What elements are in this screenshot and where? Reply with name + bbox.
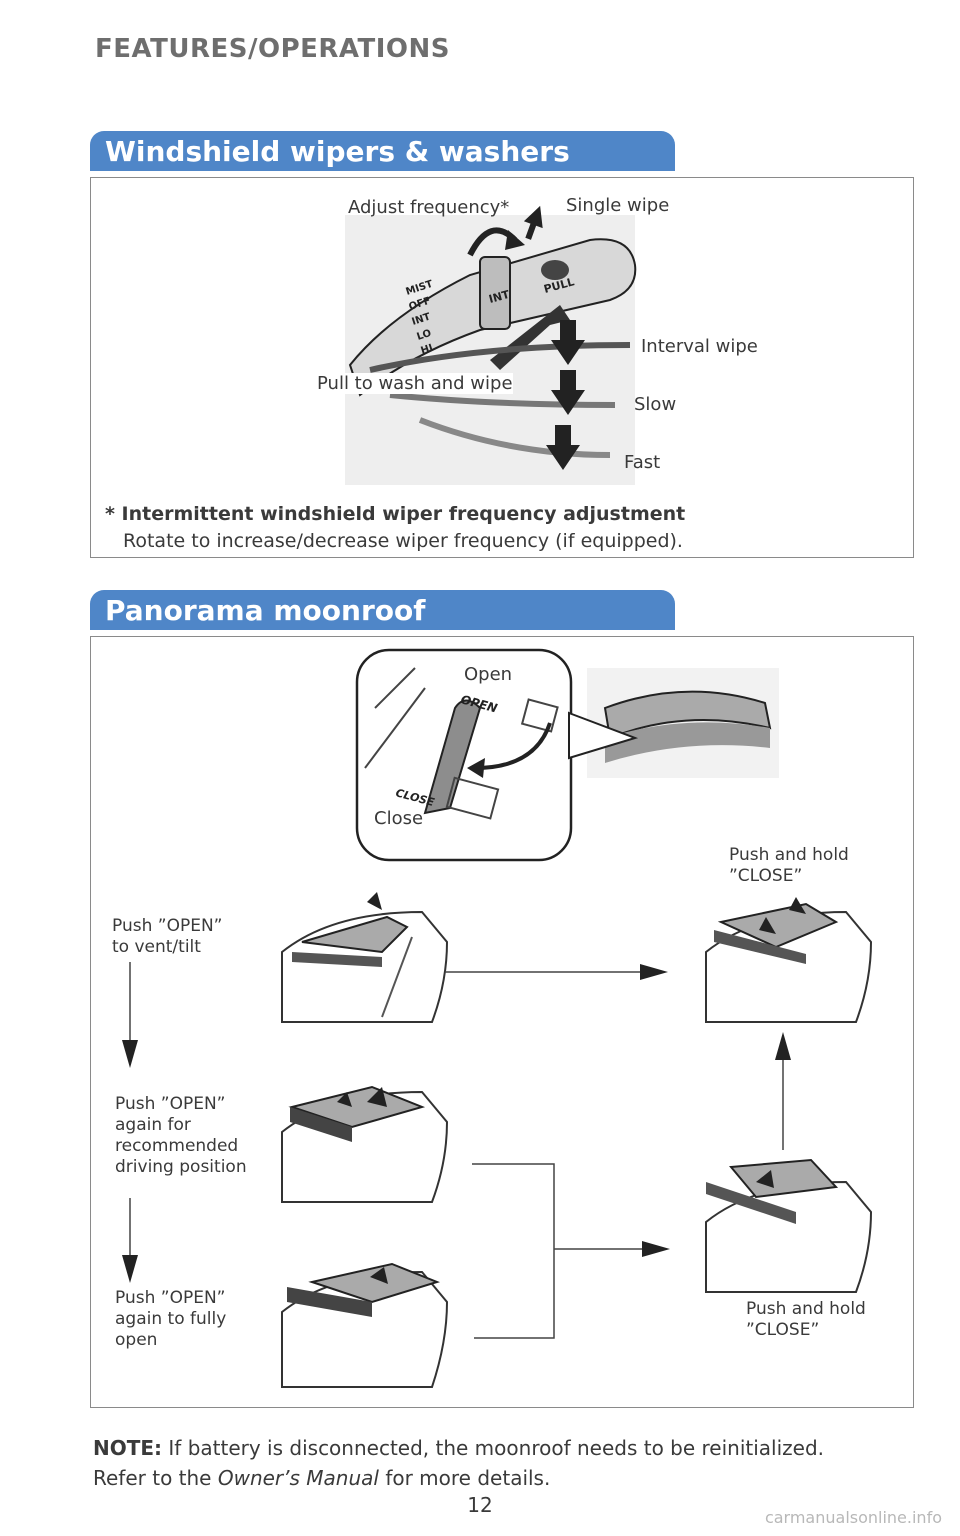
note-block: NOTE: If battery is disconnected, the mo… (93, 1433, 923, 1493)
step-recommended-label: Push ”OPEN” again for recommended drivin… (115, 1094, 247, 1178)
step-hold-close-bottom-label: Push and hold ”CLOSE” (746, 1299, 866, 1341)
watermark: carmanualsonline.info (765, 1508, 942, 1527)
step-fully-open-label: Push ”OPEN” again to fully open (115, 1288, 226, 1351)
note-owners-manual: Owner’s Manual (218, 1466, 379, 1490)
note-text-line2a: Refer to the (93, 1466, 218, 1490)
step-hold-close-top-label: Push and hold ”CLOSE” (729, 845, 849, 887)
step-vent-label: Push ”OPEN” to vent/tilt (112, 916, 222, 958)
note-label: NOTE: (93, 1436, 162, 1460)
note-text-line1: If battery is disconnected, the moonroof… (162, 1436, 824, 1460)
note-text-line2c: for more details. (379, 1466, 550, 1490)
